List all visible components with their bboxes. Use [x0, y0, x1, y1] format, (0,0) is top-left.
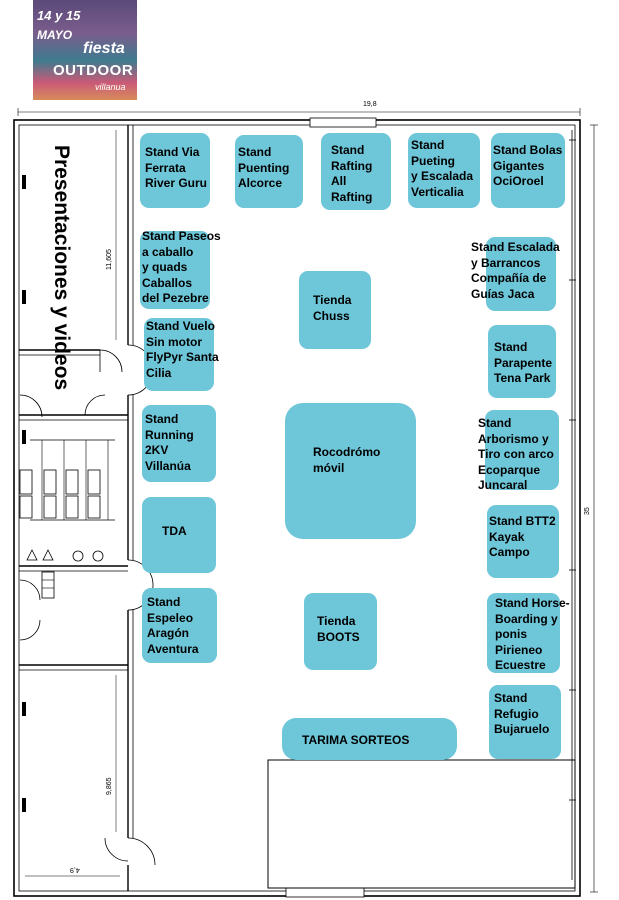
stand-label-vuelo-sin-motor: Stand Vuelo Sin motor FlyPyr Santa Cilia [146, 319, 219, 380]
presentations-label: Presentaciones y videos [50, 145, 73, 391]
stand-box-refugio [489, 685, 561, 759]
stand-label-btt: Stand BTT2 Kayak Campo [489, 514, 556, 559]
right-height-dimension: 35 [584, 507, 591, 515]
stand-label-via-ferrata: Stand Via Ferrata River Guru [145, 145, 208, 190]
stand-label-paseos-caballo: Stand Paseos a caballo y quads Caballos … [142, 229, 221, 305]
stand-label-tda: TDA [162, 524, 187, 538]
stand-box-horse-boarding [487, 593, 560, 673]
stand-box-via-ferrata [140, 133, 210, 208]
left-bottom-height-dimension: 9,865 [106, 777, 113, 795]
bottom-small-dimension: 4,9 [70, 866, 80, 873]
stand-box-parapente [488, 325, 556, 398]
stand-label-tarima: TARIMA SORTEOS [302, 733, 410, 747]
stand-label-espeleo: Stand Espeleo Aragón Aventura [147, 595, 199, 656]
event-logo: 14 y 15 MAYO fiesta OUTDOOR villanua [33, 0, 137, 110]
stand-box-arborismo [485, 410, 559, 490]
stand-label-tienda-chuss: Tienda Chuss [313, 293, 352, 323]
stand-label-parapente: Stand Parapente Tena Park [494, 340, 553, 385]
stand-box-puenting-alcorce [235, 135, 303, 208]
stand-label-rocodromo: Rocodrómo móvil [313, 445, 381, 475]
stand-label-pueting-verticalia: Stand Pueting y Escalada Verticalia [411, 138, 474, 199]
stand-box-paseos-caballo [140, 231, 210, 309]
left-top-height-dimension: 11,605 [106, 249, 113, 270]
top-width-dimension: 19,8 [363, 101, 377, 108]
logo-date: 14 y 15 [37, 8, 81, 23]
stand-label-horse-boarding: Stand Horse- Boarding y ponis Pirieneo E… [495, 596, 570, 672]
stand-label-puenting-alcorce: Stand Puenting Alcorce [238, 145, 290, 190]
stand-label-tienda-boots: Tienda BOOTS [317, 614, 360, 644]
stand-box-escalada-barrancos [486, 237, 556, 311]
stand-label-bolas-gigantes: Stand Bolas Gigantes OciOroel [493, 143, 563, 188]
stand-label-arborismo: Stand Arborismo y Tiro con arco Ecoparqu… [478, 416, 554, 492]
logo-fiesta: fiesta [83, 40, 125, 57]
stand-box-tienda-boots [304, 593, 377, 670]
stand-label-running: Stand Running 2KV Villanúa [145, 412, 194, 473]
stand-box-pueting-verticalia [408, 133, 480, 208]
stand-label-rafting: Stand Rafting All Rafting [331, 143, 373, 204]
logo-footer [33, 100, 137, 110]
stand-box-vuelo-sin-motor [144, 318, 214, 391]
stand-box-running [142, 405, 216, 482]
stand-label-refugio: Stand Refugio Bujaruelo [494, 691, 550, 736]
stand-box-tarima [282, 718, 457, 760]
stand-box-btt [487, 505, 559, 578]
stand-box-bolas-gigantes [491, 133, 565, 208]
stand-box-espeleo [142, 588, 217, 663]
stand-label-escalada-barrancos: Stand Escalada y Barrancos Compañía de G… [471, 240, 560, 301]
stand-box-tienda-chuss [299, 271, 371, 349]
logo-outdoor: OUTDOOR [53, 62, 134, 79]
logo-month: MAYO [37, 28, 73, 42]
stand-box-rafting [321, 133, 391, 210]
logo-place: villanua [95, 82, 126, 92]
stand-box-tda [142, 497, 216, 573]
stand-box-rocodromo [285, 403, 416, 539]
